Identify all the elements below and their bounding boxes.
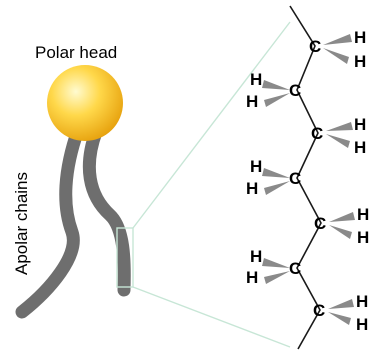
hydrogen-atom: H (357, 205, 369, 224)
hydrogen-atom: H (354, 138, 366, 157)
carbon-atom: C (289, 81, 301, 100)
hydrogen-atoms: H H H H H H H H H H H H H H (246, 28, 369, 334)
hydrogen-atom: H (356, 292, 368, 311)
hydrogen-atom: H (250, 157, 262, 176)
hydrogen-atom: H (250, 247, 262, 266)
polar-head-label: Polar head (35, 43, 117, 62)
carbon-atom: C (313, 301, 325, 320)
hydrogen-atom: H (246, 268, 258, 287)
chain-right (82, 125, 131, 297)
carbon-atom: C (314, 214, 326, 233)
hydrogen-atom: H (250, 70, 262, 89)
polar-head (47, 65, 123, 141)
hydrogen-atom: H (357, 228, 369, 247)
apolar-chains (15, 123, 131, 319)
hydrogen-atom: H (246, 179, 258, 198)
zoom-box (116, 227, 134, 288)
carbon-atoms: C C C C C C C (289, 37, 326, 320)
carbon-atom: C (289, 169, 301, 188)
hydrogen-atom: H (354, 28, 366, 47)
apolar-chains-label: Apolar chains (12, 172, 31, 275)
hydrogen-atom: H (246, 92, 258, 111)
hydrogen-atom: H (356, 315, 368, 334)
carbon-backbone (289, 5, 322, 350)
carbon-atom: C (311, 124, 323, 143)
chain-left (15, 123, 85, 319)
hydrogen-atom: H (354, 115, 366, 134)
carbon-atom: C (289, 259, 301, 278)
zoom-lines (132, 21, 291, 348)
hydrogen-atom: H (354, 52, 366, 71)
hydrogen-wedges (262, 34, 355, 325)
carbon-atom: C (309, 37, 321, 56)
